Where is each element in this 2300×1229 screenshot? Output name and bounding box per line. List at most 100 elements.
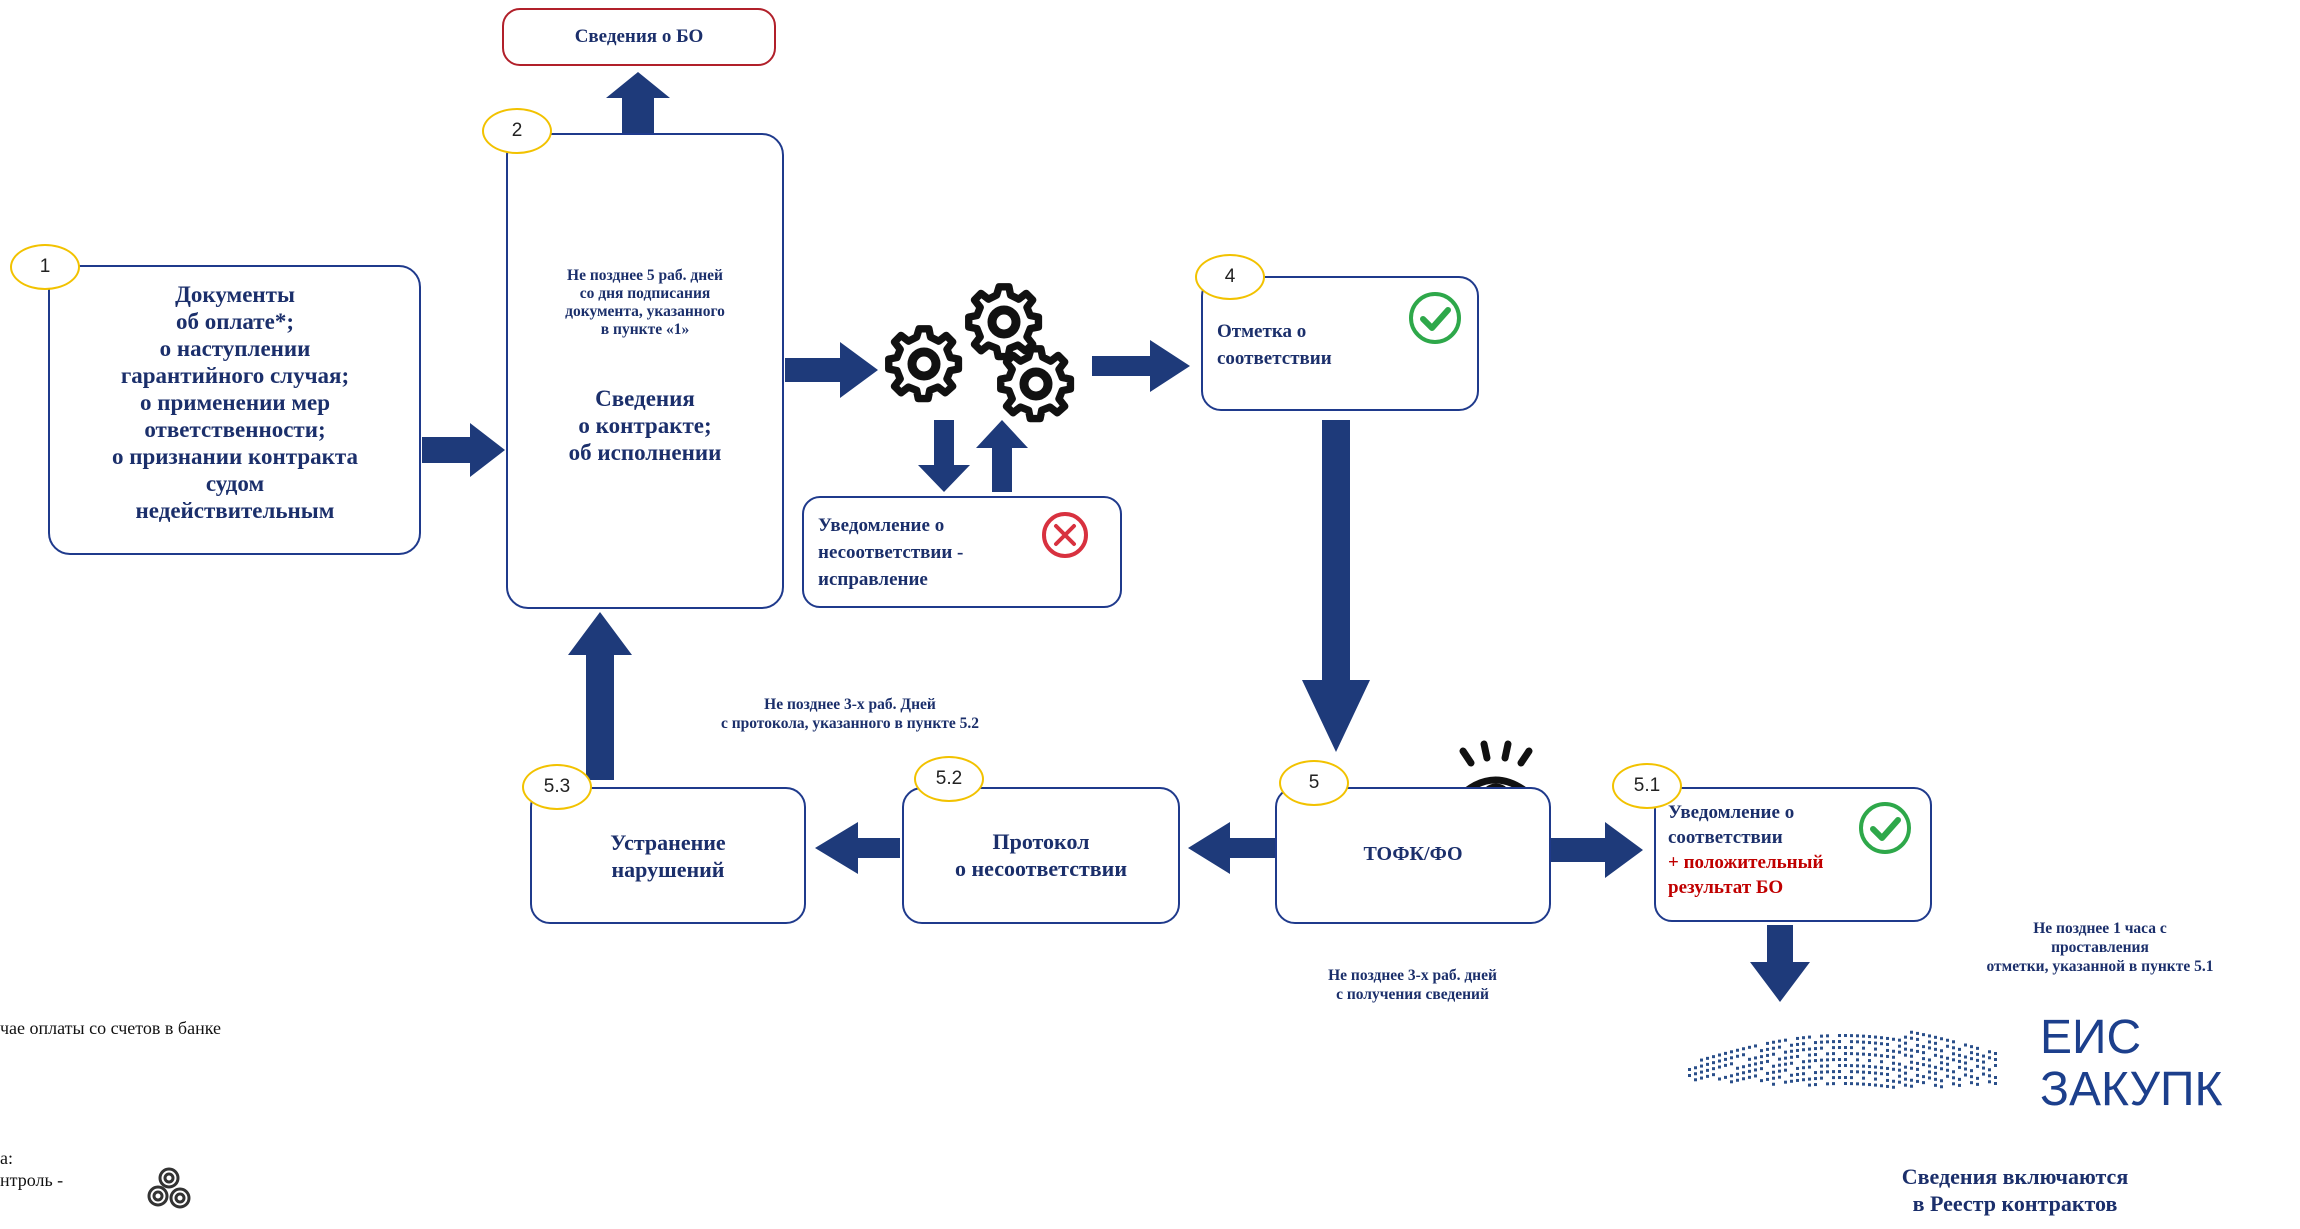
map-dot: [1736, 1072, 1739, 1076]
map-dot: [1988, 1074, 1991, 1078]
map-dot: [1832, 1076, 1835, 1080]
map-dot: [1778, 1063, 1781, 1067]
map-dot: [1760, 1067, 1763, 1071]
map-dot: [1982, 1060, 1985, 1064]
map-dot: [1718, 1065, 1721, 1069]
step4-text: Отметка о соответствии: [1217, 318, 1417, 372]
map-dot: [1862, 1040, 1865, 1044]
mismatch-text: Уведомление о несоответствии - исправлен…: [818, 512, 1058, 593]
map-dot: [1958, 1059, 1961, 1063]
step2-deadline-line: Не позднее 5 раб. дней: [567, 267, 723, 284]
map-dot: [1868, 1041, 1871, 1045]
map-dot: [1886, 1066, 1889, 1070]
map-dot: [1904, 1077, 1907, 1081]
map-dot: [1904, 1047, 1907, 1051]
arrow-gears-to-step4: [1092, 340, 1190, 392]
step4-line: Отметка о: [1217, 321, 1307, 342]
map-dot: [1940, 1055, 1943, 1059]
map-dot: [1820, 1070, 1823, 1074]
map-dot: [1934, 1053, 1937, 1057]
map-dot: [1880, 1054, 1883, 1058]
map-dot: [1916, 1037, 1919, 1041]
map-dot: [1802, 1072, 1805, 1076]
map-dot: [1832, 1082, 1835, 1086]
map-dot: [1838, 1064, 1841, 1068]
map-dot: [1772, 1070, 1775, 1074]
map-dot: [1874, 1053, 1877, 1057]
map-dot: [1928, 1064, 1931, 1068]
arrow-step5-to-step51: [1550, 822, 1643, 878]
step51-red-line: результат БО: [1668, 877, 1784, 898]
error-x-icon: [1042, 512, 1088, 558]
step1-line: гарантийного случая;: [120, 363, 350, 388]
map-dot: [1814, 1041, 1817, 1045]
map-dot: [1814, 1077, 1817, 1081]
map-dot: [1754, 1056, 1757, 1060]
step5-box: [1275, 787, 1551, 924]
map-dot: [1712, 1067, 1715, 1071]
map-dot: [1844, 1034, 1847, 1038]
map-dot: [1814, 1083, 1817, 1087]
map-dot: [1928, 1076, 1931, 1080]
step53-line: Устранение: [610, 830, 726, 855]
map-dot: [1778, 1039, 1781, 1043]
map-dot: [1826, 1052, 1829, 1056]
arrow-gears-up: [976, 420, 1028, 492]
step2-line: Сведения: [595, 386, 695, 411]
map-dot: [1892, 1061, 1895, 1065]
map-dot: [1856, 1034, 1859, 1038]
step2-deadline-line: в пункте «1»: [600, 321, 690, 338]
footnote: чае оплаты со счетов в банке: [0, 1017, 400, 1039]
map-dot: [1910, 1048, 1913, 1052]
map-dot: [1844, 1082, 1847, 1086]
map-dot: [1784, 1068, 1787, 1072]
step51-line: соответствии: [1668, 827, 1783, 848]
map-dot: [1706, 1062, 1709, 1066]
map-dot: [1790, 1061, 1793, 1065]
map-dot: [1910, 1060, 1913, 1064]
gears-icon: [885, 283, 1075, 423]
map-dot: [1760, 1055, 1763, 1059]
map-dot: [1976, 1076, 1979, 1080]
eis-caption: Сведения включаются в Реестр контрактов: [1830, 1163, 2200, 1217]
map-dot: [1766, 1071, 1769, 1075]
step2-deadline-line: со дня подписания: [579, 285, 711, 302]
map-dot: [1952, 1046, 1955, 1050]
map-dot: [1814, 1047, 1817, 1051]
map-dot: [1892, 1049, 1895, 1053]
map-dot: [1754, 1074, 1757, 1078]
map-dot: [1928, 1058, 1931, 1062]
map-dot: [1850, 1034, 1853, 1038]
footnote-line: чае оплаты со счетов в банке: [0, 1018, 221, 1038]
map-dot: [1820, 1058, 1823, 1062]
map-dot: [1898, 1068, 1901, 1072]
map-dot: [1850, 1082, 1853, 1086]
map-dot: [1826, 1070, 1829, 1074]
map-dot: [1874, 1071, 1877, 1075]
map-dot: [1796, 1078, 1799, 1082]
map-dot: [1832, 1040, 1835, 1044]
map-dot: [1946, 1074, 1949, 1078]
map-dot: [1706, 1068, 1709, 1072]
mismatch-line: Уведомление о: [818, 515, 945, 536]
map-dot: [1856, 1064, 1859, 1068]
step53-deadline-line: с протокола, указанного в пункте 5.2: [720, 715, 980, 732]
map-dot: [1952, 1058, 1955, 1062]
map-dot: [1808, 1083, 1811, 1087]
step1-text: Документы об оплате*; о наступлении гара…: [50, 281, 420, 524]
map-dot: [1724, 1075, 1727, 1079]
map-dot: [1964, 1067, 1967, 1071]
map-dot: [1940, 1049, 1943, 1053]
map-dot: [1808, 1053, 1811, 1057]
map-dot: [1706, 1074, 1709, 1078]
map-dot: [1790, 1049, 1793, 1053]
map-dot: [1856, 1058, 1859, 1062]
map-dot: [1922, 1057, 1925, 1061]
map-dot: [1790, 1079, 1793, 1083]
map-dot: [1700, 1058, 1703, 1062]
map-dot: [1724, 1057, 1727, 1061]
map-dot: [1868, 1083, 1871, 1087]
map-dot: [1910, 1030, 1913, 1034]
map-dot: [1916, 1061, 1919, 1065]
